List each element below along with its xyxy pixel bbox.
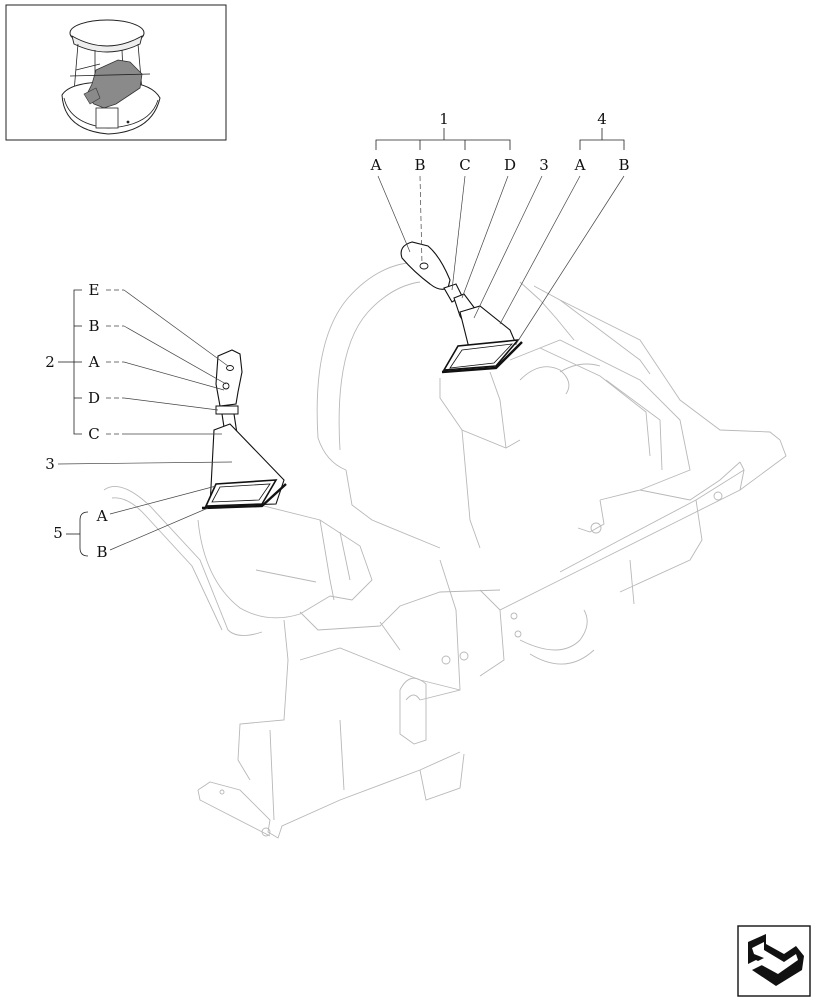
callout-2-letter-d: D	[88, 389, 100, 407]
callout-1-letter-a: A	[370, 156, 382, 174]
callout-5-letter-b: B	[96, 543, 107, 561]
callout-2-letter-e: E	[89, 281, 100, 299]
callout-part-3-top: 3	[473, 156, 549, 319]
callout-2-letter-a: A	[88, 353, 100, 371]
thumbnail-icon[interactable]	[5, 4, 227, 141]
callout-4-number: 4	[597, 110, 607, 128]
callout-2-letter-c: C	[88, 425, 99, 443]
callout-2-number: 2	[45, 353, 55, 371]
callout-4-letter-b: B	[618, 156, 629, 174]
tractor-frame-background	[103, 261, 787, 839]
callout-group-4: 4 A B	[499, 110, 630, 345]
callout-1-number: 1	[439, 110, 449, 128]
callout-part-3-left: 3	[45, 455, 233, 473]
callout-1-letter-d: D	[504, 156, 516, 174]
top-lever-assembly	[400, 241, 523, 374]
callout-1-letter-c: C	[459, 156, 470, 174]
callout-group-1: 1 A B C D	[370, 110, 516, 299]
callout-5-letter-a: A	[96, 507, 108, 525]
callout-1-letter-b: B	[414, 156, 425, 174]
callout-3-top-number: 3	[539, 156, 549, 174]
callout-group-2: 2 E B A D C	[45, 281, 229, 443]
callout-4-letter-a: A	[574, 156, 586, 174]
callout-group-5: 5 A B	[53, 485, 217, 561]
next-page-arrow-icon[interactable]	[737, 925, 811, 997]
callout-2-letter-b: B	[88, 317, 99, 335]
callout-5-number: 5	[53, 524, 63, 542]
callout-3-left-number: 3	[45, 455, 55, 473]
left-lever-assembly	[201, 349, 287, 510]
